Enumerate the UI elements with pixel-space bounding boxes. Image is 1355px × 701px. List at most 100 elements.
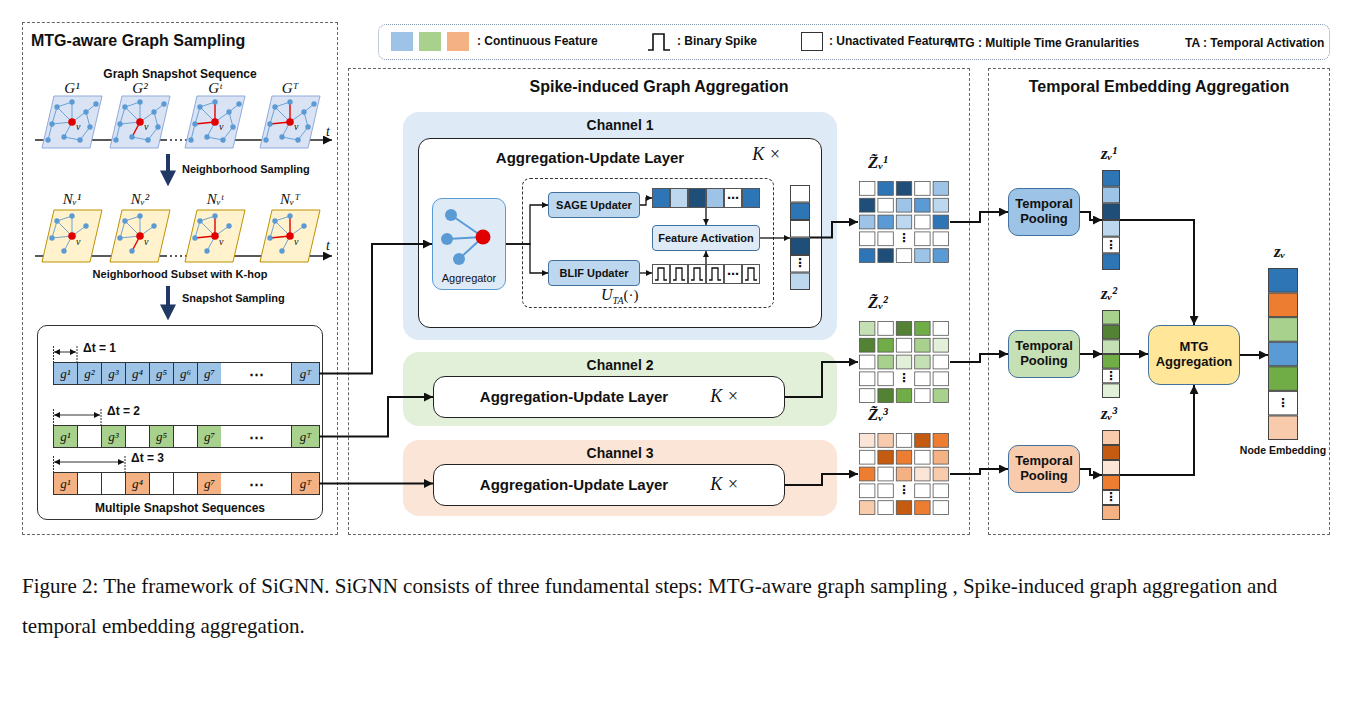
vector-cell xyxy=(1103,171,1120,187)
ellipsis: ⋯ xyxy=(249,428,264,446)
ellipsis: ⋮ xyxy=(1102,237,1120,254)
operator-symbol: U xyxy=(601,286,613,303)
aggregation-update-layer: Aggregation-Update LayerK × xyxy=(433,464,785,506)
vector-cell xyxy=(1103,340,1120,354)
empty-slot xyxy=(77,472,102,495)
icon-center-node xyxy=(476,230,491,245)
dimension-line xyxy=(54,462,124,463)
snapshot-cell: g² xyxy=(77,362,102,385)
node-label: v xyxy=(76,236,80,247)
snapshot-cell: g⁴ xyxy=(125,362,150,385)
connector xyxy=(1120,220,1194,325)
vector-cell xyxy=(791,221,810,238)
step-arrow xyxy=(166,154,170,180)
dashed-panel: Temporal Embedding AggregationTemporal P… xyxy=(988,68,1330,535)
vector-cell xyxy=(1269,416,1298,440)
matrix-cell xyxy=(878,182,893,196)
graph-node xyxy=(295,137,300,142)
empty-slot xyxy=(77,425,102,448)
matrix-cell xyxy=(896,322,911,336)
graph-node xyxy=(287,99,292,104)
matrix-heading: Z̃ᵥ¹ xyxy=(868,153,888,173)
graph-node xyxy=(83,109,88,114)
snapshot-label: g³ xyxy=(108,429,118,445)
connector xyxy=(1120,385,1194,475)
connector xyxy=(950,212,1008,222)
graph-node xyxy=(192,235,197,240)
feature-cell xyxy=(653,189,670,208)
connector xyxy=(1240,354,1268,356)
abbreviation-note: TA : Temporal Activation xyxy=(1185,36,1324,50)
graph-node xyxy=(145,137,150,142)
graph-node xyxy=(272,104,277,109)
matrix-cell xyxy=(860,389,875,403)
feature-vector: ⋮ xyxy=(790,185,810,290)
box-label: SAGE Updater xyxy=(556,199,632,212)
graph-node xyxy=(287,213,292,218)
snapshot-cell: g⁶ xyxy=(173,362,198,385)
process-box: Feature Activation xyxy=(652,225,760,251)
node-label: v xyxy=(294,236,298,247)
process-box: Temporal Pooling xyxy=(1008,445,1080,493)
graph-node xyxy=(122,104,127,109)
matrix-cell xyxy=(933,232,948,246)
repeat-count: K × xyxy=(752,144,781,165)
vector-heading: zᵥ² xyxy=(1101,284,1117,304)
graph-node xyxy=(129,248,134,253)
feature-bar: ⋯ xyxy=(652,264,760,284)
matrix-cell xyxy=(896,355,911,369)
process-box: BLIF Updater xyxy=(548,260,640,286)
dimension-line xyxy=(54,415,100,416)
matrix-cell xyxy=(860,484,875,498)
matrix-cell xyxy=(860,434,875,448)
subset-label: Nᵥᵗ xyxy=(207,191,224,208)
matrix-cell xyxy=(860,215,875,229)
operator-argument: (·) xyxy=(624,287,639,303)
graph-node xyxy=(279,248,284,253)
empty-slot xyxy=(149,472,174,495)
feature-bar: ⋯ xyxy=(652,188,760,208)
time-interval-label: Δt = 1 xyxy=(83,341,116,355)
snapshot-sequence: g¹g³g⁵g⁷⋯gᵀΔt = 2 xyxy=(53,425,319,448)
snapshot-label: g¹ xyxy=(60,429,70,445)
graph-snapshot xyxy=(185,210,245,262)
box-label: Temporal Pooling xyxy=(1009,454,1079,484)
matrix-cell xyxy=(860,249,875,263)
graph-node xyxy=(137,99,142,104)
snapshot-cell: gᵀ xyxy=(291,362,320,385)
target-node xyxy=(211,118,219,126)
spike-symbol xyxy=(745,268,757,280)
dashed-panel: Spike-induced Graph AggregationChannel 1… xyxy=(348,68,970,535)
snapshot-cell: gᵀ xyxy=(291,425,320,448)
matrix-cell xyxy=(896,338,911,352)
snapshot-label: gᵀ xyxy=(300,366,312,382)
matrix-cell xyxy=(878,501,893,515)
node-label: v xyxy=(219,236,223,247)
vector-cell xyxy=(791,238,810,255)
axis-label: t xyxy=(326,238,330,254)
snapshot-label: g⁷ xyxy=(204,366,215,382)
graph-node xyxy=(230,124,235,129)
subset-label: Nᵥ² xyxy=(131,191,150,208)
feature-matrix: Z̃ᵥ²⋮ xyxy=(858,320,950,404)
matrix-cell xyxy=(933,215,948,229)
caption-label: Neighborhood Subset with K-hop xyxy=(93,268,268,280)
vector-cell xyxy=(1269,318,1298,342)
matrix-cell xyxy=(933,338,948,352)
ellipsis: ⋮ xyxy=(1268,391,1298,416)
snapshot-cell: g³ xyxy=(101,362,126,385)
matrix-cells xyxy=(858,180,950,264)
step-label: Snapshot Sampling xyxy=(182,292,285,304)
vector-heading: zᵥ³ xyxy=(1101,404,1117,424)
target-node xyxy=(286,232,294,240)
layer-title: Aggregation-Update Layer xyxy=(434,465,714,504)
box-label: MTG Aggregation xyxy=(1149,340,1239,370)
matrix-cells xyxy=(858,432,950,516)
graph-node xyxy=(49,121,54,126)
matrix-cell xyxy=(878,249,893,263)
matrix-cell xyxy=(878,467,893,481)
graph-node xyxy=(212,99,217,104)
snapshot-label: g¹ xyxy=(60,366,70,382)
matrix-cell xyxy=(933,322,948,336)
graph-node xyxy=(204,248,209,253)
